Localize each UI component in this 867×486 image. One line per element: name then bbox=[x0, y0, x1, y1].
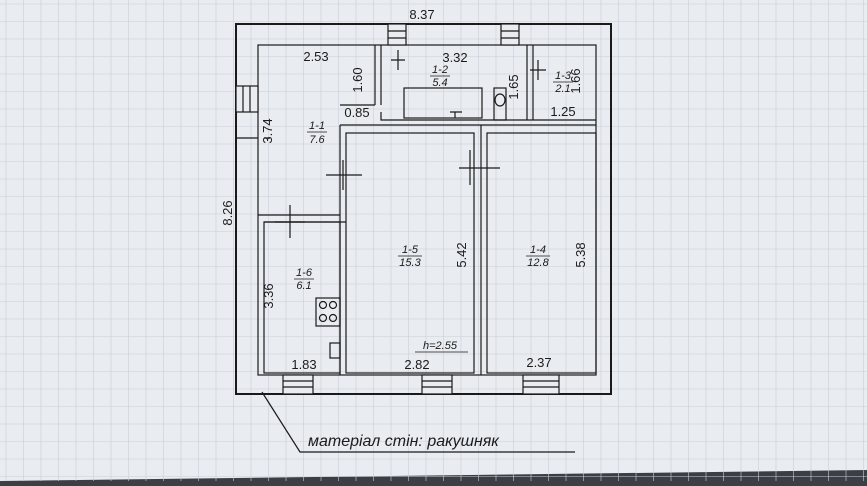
room-label-1-3: 1-3 2.1 bbox=[553, 70, 573, 95]
dimension-labels: 8.37 2.53 3.32 1.60 0.85 1.65 1.66 1.25 … bbox=[220, 7, 588, 372]
window-top-left bbox=[387, 23, 407, 46]
window-bottom-1-6 bbox=[282, 374, 314, 395]
room-area: 2.1 bbox=[554, 83, 570, 95]
door-mark-1-3 bbox=[530, 60, 546, 80]
window-left bbox=[235, 85, 259, 113]
room-area: 6.1 bbox=[296, 280, 311, 292]
stove bbox=[315, 297, 341, 327]
room-id: 1-3 bbox=[555, 70, 572, 82]
room-label-1-6: 1-6 6.1 bbox=[294, 267, 314, 292]
room-id: 1-2 bbox=[432, 64, 448, 76]
leader-line bbox=[261, 391, 575, 453]
room-label-1-5: 1-5 15.3 bbox=[398, 244, 422, 269]
room-label-1-2: 1-2 5.4 bbox=[430, 64, 450, 89]
door-mark-1-2 bbox=[391, 50, 405, 70]
dim-room-1-2-width: 3.32 bbox=[442, 50, 467, 65]
sink bbox=[329, 342, 341, 359]
room-area: 15.3 bbox=[399, 257, 421, 269]
dim-room-1-2-right-height: 1.65 bbox=[506, 74, 521, 99]
dim-room-1-6-height: 3.36 bbox=[261, 283, 276, 308]
door-mark-1-5 bbox=[326, 160, 362, 190]
dim-room-1-4-height: 5.38 bbox=[573, 242, 588, 267]
wall-material-note: матеріал стін: ракушняк bbox=[261, 391, 575, 453]
room-label-1-4: 1-4 12.8 bbox=[526, 244, 550, 269]
dim-room-1-3-width: 1.25 bbox=[550, 104, 575, 119]
room-area: 12.8 bbox=[527, 257, 549, 269]
door-marks bbox=[236, 50, 546, 238]
dim-room-1-6-width: 1.83 bbox=[291, 357, 316, 372]
room-id: 1-1 bbox=[309, 120, 325, 132]
door-mark-1-6 bbox=[275, 205, 305, 238]
dim-room-1-5-height: 5.42 bbox=[454, 242, 469, 267]
room-area: 5.4 bbox=[432, 77, 447, 89]
dim-room-1-5-width: 2.82 bbox=[404, 357, 429, 372]
room-id: 1-4 bbox=[530, 244, 546, 256]
toilet bbox=[493, 87, 507, 121]
windows bbox=[235, 23, 560, 395]
dim-left-total: 8.26 bbox=[220, 200, 235, 225]
room-id: 1-6 bbox=[296, 267, 313, 279]
room-area: 7.6 bbox=[309, 134, 325, 146]
dim-room-1-1-height: 3.74 bbox=[260, 118, 275, 143]
dim-room-1-3-height: 1.66 bbox=[568, 68, 583, 93]
dim-room-1-4-width: 2.37 bbox=[526, 355, 551, 370]
window-bottom-1-5 bbox=[421, 374, 453, 395]
wall-material-caption: матеріал стін: ракушняк bbox=[308, 433, 500, 450]
dim-room-1-1-width: 2.53 bbox=[303, 49, 328, 64]
window-bottom-1-4 bbox=[522, 374, 560, 395]
dim-top-total: 8.37 bbox=[409, 7, 434, 22]
dim-room-1-2-height: 1.60 bbox=[350, 67, 365, 92]
room-id: 1-5 bbox=[402, 244, 419, 256]
window-top-right bbox=[500, 23, 520, 46]
door-mark-1-4 bbox=[459, 150, 500, 185]
ceiling-height: h=2.55 bbox=[423, 340, 458, 352]
interior-walls bbox=[258, 45, 597, 375]
dim-room-1-2-step: 0.85 bbox=[344, 105, 369, 120]
room-label-1-1: 1-1 7.6 bbox=[307, 120, 327, 146]
bathtub bbox=[403, 87, 483, 119]
